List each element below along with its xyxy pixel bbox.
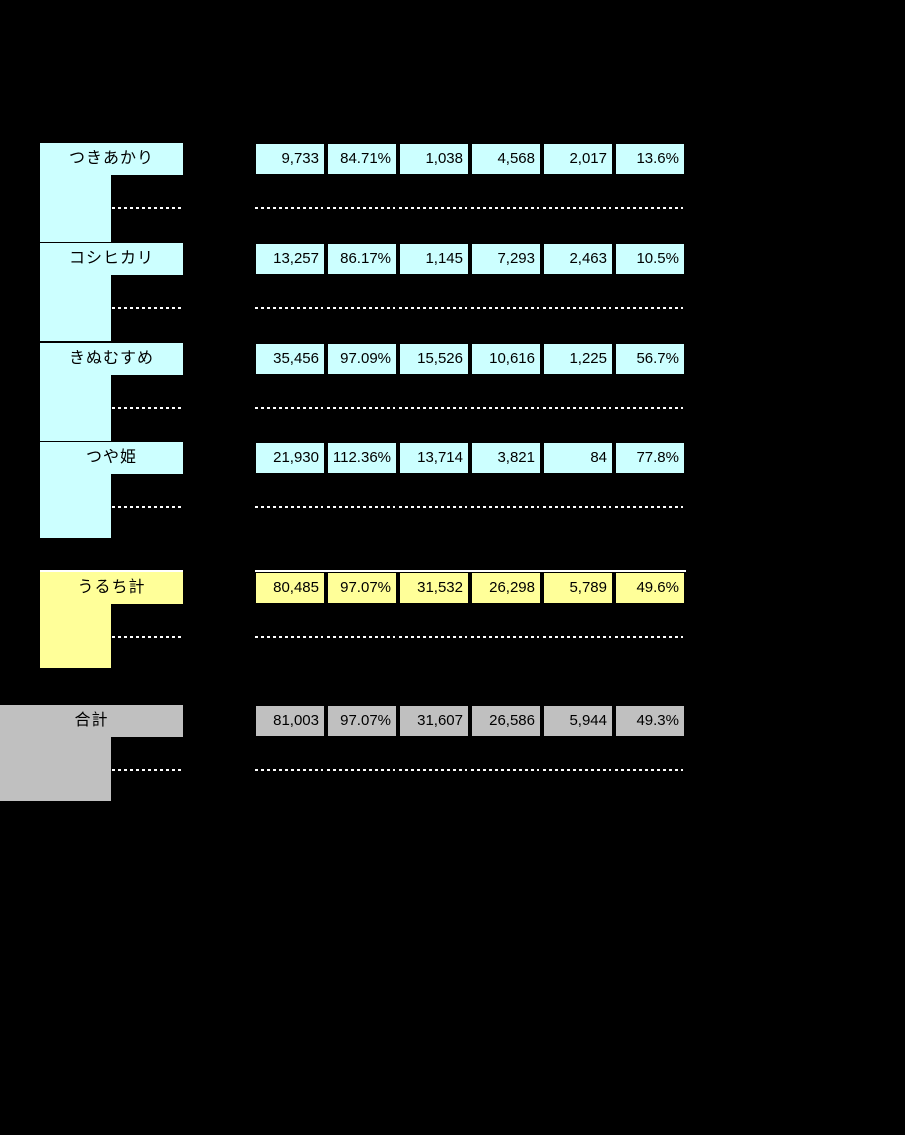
table-cell[interactable]: 15,526 <box>399 343 469 375</box>
label-kinumusume[interactable]: きぬむすめ <box>40 343 183 375</box>
label-koshihikari[interactable]: コシヒカリ <box>40 243 183 275</box>
dotted-divider <box>399 636 467 638</box>
table-cell[interactable]: 21,930 <box>255 442 325 474</box>
label-tsuyahime[interactable]: つや姫 <box>40 442 183 474</box>
dotted-divider <box>255 207 323 209</box>
dotted-divider <box>399 407 467 409</box>
table-cell[interactable]: 13,714 <box>399 442 469 474</box>
table-cell[interactable]: 31,607 <box>399 705 469 737</box>
table-cell[interactable]: 26,298 <box>471 572 541 604</box>
table-cell[interactable]: 13.6% <box>615 143 685 175</box>
table-cell[interactable]: 5,944 <box>543 705 613 737</box>
dotted-divider <box>399 307 467 309</box>
table-cell[interactable]: 31,532 <box>399 572 469 604</box>
table-cell[interactable]: 97.07% <box>327 572 397 604</box>
table-cell[interactable]: 3,821 <box>471 442 541 474</box>
dotted-divider <box>255 636 323 638</box>
table-cell[interactable]: 7,293 <box>471 243 541 275</box>
dotted-divider <box>471 407 539 409</box>
table-row-kinumusume: きぬむすめ 35,456 97.09% 15,526 10,616 1,225 … <box>0 343 905 441</box>
dotted-divider <box>327 207 395 209</box>
table-cell[interactable]: 84.71% <box>327 143 397 175</box>
dotted-divider <box>471 506 539 508</box>
table-cell[interactable]: 112.36% <box>327 442 397 474</box>
dotted-divider <box>615 769 683 771</box>
table-cell[interactable]: 56.7% <box>615 343 685 375</box>
table-cell[interactable]: 10.5% <box>615 243 685 275</box>
table-cell[interactable]: 84 <box>543 442 613 474</box>
top-border-line <box>255 570 686 572</box>
dotted-divider <box>255 769 323 771</box>
dotted-divider <box>543 407 611 409</box>
dotted-divider <box>399 207 467 209</box>
dotted-divider <box>255 506 323 508</box>
dotted-divider <box>327 636 395 638</box>
table-cell[interactable]: 1,145 <box>399 243 469 275</box>
table-cell[interactable]: 81,003 <box>255 705 325 737</box>
dotted-divider <box>471 207 539 209</box>
dotted-divider <box>327 307 395 309</box>
table-cell[interactable]: 13,257 <box>255 243 325 275</box>
dotted-divider <box>543 207 611 209</box>
table-row-grand-total: 合計 81,003 97.07% 31,607 26,586 5,944 49.… <box>0 705 905 801</box>
dotted-divider <box>471 769 539 771</box>
table-cell[interactable]: 35,456 <box>255 343 325 375</box>
dotted-divider <box>615 307 683 309</box>
table-row-koshihikari: コシヒカリ 13,257 86.17% 1,145 7,293 2,463 10… <box>0 243 905 341</box>
table-cell[interactable]: 49.3% <box>615 705 685 737</box>
table-cell[interactable]: 1,225 <box>543 343 613 375</box>
dotted-divider <box>543 769 611 771</box>
dotted-divider <box>543 506 611 508</box>
dotted-divider <box>112 769 183 771</box>
dotted-divider <box>471 307 539 309</box>
dotted-divider <box>327 769 395 771</box>
table-row-uruchi-subtotal: うるち計 80,485 97.07% 31,532 26,298 5,789 4… <box>0 570 905 668</box>
dotted-divider <box>543 636 611 638</box>
label-tsukiakari[interactable]: つきあかり <box>40 143 183 175</box>
label-grand-total[interactable]: 合計 <box>0 705 183 737</box>
table-cell[interactable]: 97.07% <box>327 705 397 737</box>
dotted-divider <box>399 506 467 508</box>
dotted-divider <box>615 636 683 638</box>
dotted-divider <box>615 207 683 209</box>
dotted-divider <box>327 407 395 409</box>
table-row-tsuyahime: つや姫 21,930 112.36% 13,714 3,821 84 77.8% <box>0 442 905 538</box>
table-cell[interactable]: 80,485 <box>255 572 325 604</box>
dotted-divider <box>112 636 183 638</box>
dotted-divider <box>255 407 323 409</box>
dotted-divider <box>255 307 323 309</box>
table-row-tsukiakari: つきあかり 9,733 84.71% 1,038 4,568 2,017 13.… <box>0 143 905 242</box>
table-cell[interactable]: 77.8% <box>615 442 685 474</box>
dotted-divider <box>615 506 683 508</box>
table-cell[interactable]: 5,789 <box>543 572 613 604</box>
dotted-divider <box>112 407 183 409</box>
table-cell[interactable]: 2,463 <box>543 243 613 275</box>
table-cell[interactable]: 9,733 <box>255 143 325 175</box>
dotted-divider <box>112 207 183 209</box>
dotted-divider <box>615 407 683 409</box>
label-uruchi-subtotal[interactable]: うるち計 <box>40 572 183 604</box>
dotted-divider <box>399 769 467 771</box>
dotted-divider <box>112 307 183 309</box>
dotted-divider <box>112 506 183 508</box>
table-cell[interactable]: 2,017 <box>543 143 613 175</box>
top-border-line <box>40 570 183 572</box>
table-cell[interactable]: 26,586 <box>471 705 541 737</box>
dotted-divider <box>543 307 611 309</box>
table-cell[interactable]: 86.17% <box>327 243 397 275</box>
table-cell[interactable]: 49.6% <box>615 572 685 604</box>
table-cell[interactable]: 97.09% <box>327 343 397 375</box>
dotted-divider <box>327 506 395 508</box>
table-cell[interactable]: 1,038 <box>399 143 469 175</box>
table-cell[interactable]: 10,616 <box>471 343 541 375</box>
table-cell[interactable]: 4,568 <box>471 143 541 175</box>
dotted-divider <box>471 636 539 638</box>
